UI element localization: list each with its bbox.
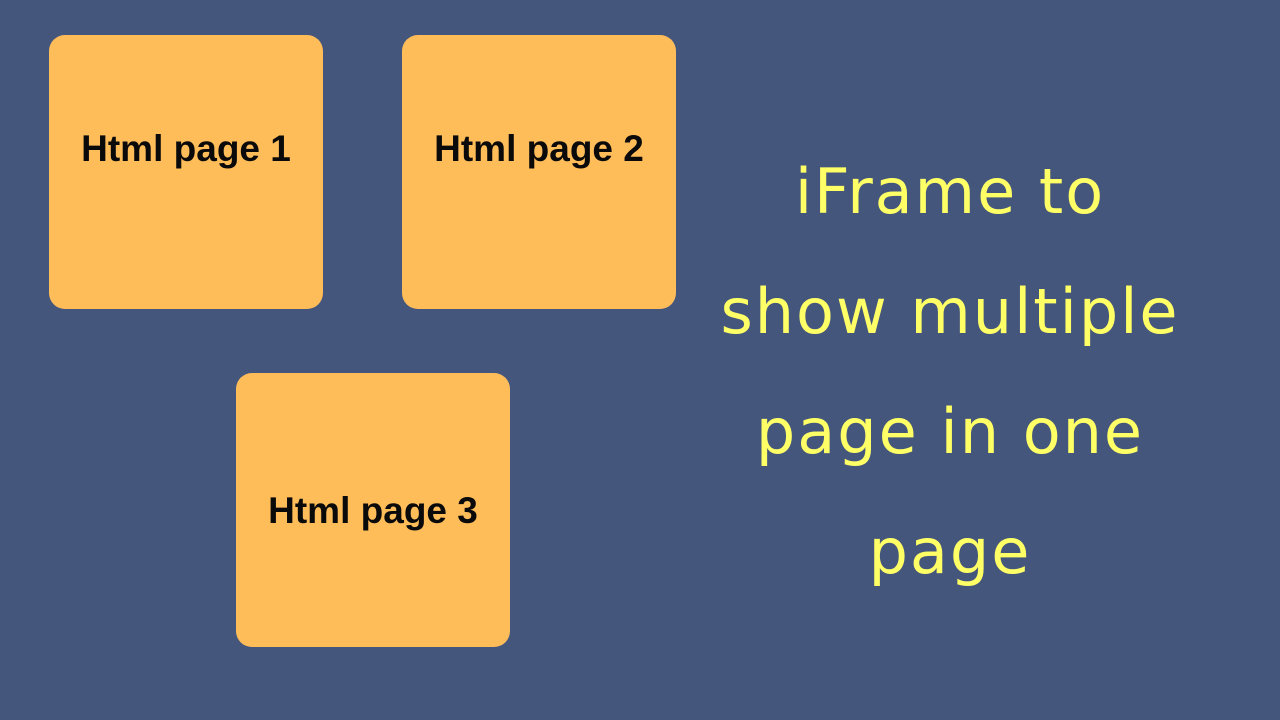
html-page-1-card: Html page 1 <box>49 35 323 309</box>
headline-line-4: page <box>868 515 1032 588</box>
headline: iFrame to show multiple page in one page <box>700 132 1200 612</box>
headline-line-3: page in one <box>755 395 1145 468</box>
card-label: Html page 2 <box>434 128 644 169</box>
card-label: Html page 3 <box>268 490 478 531</box>
html-page-3-card: Html page 3 <box>236 373 510 647</box>
headline-line-1: iFrame to <box>794 155 1106 228</box>
headline-line-2: show multiple <box>720 275 1180 348</box>
card-label: Html page 1 <box>81 128 291 169</box>
html-page-2-card: Html page 2 <box>402 35 676 309</box>
